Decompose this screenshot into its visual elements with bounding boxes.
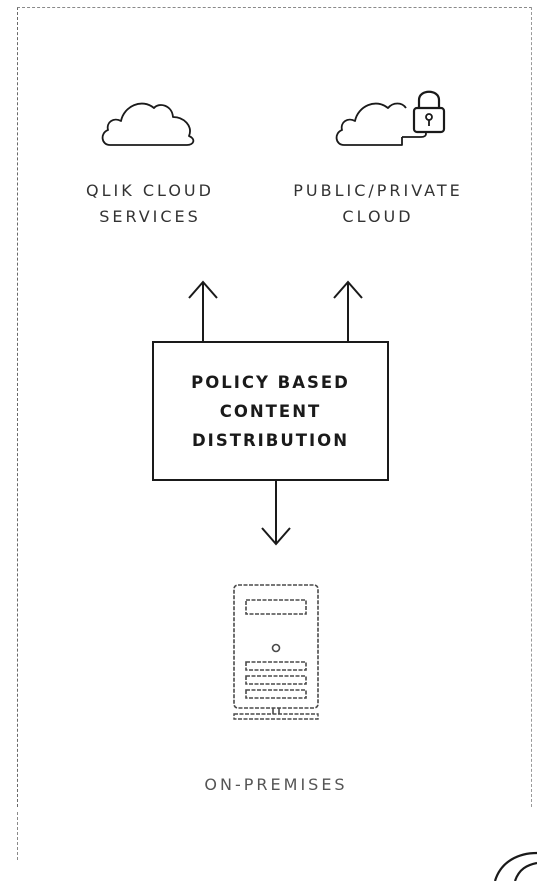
diagram-frame (17, 7, 532, 807)
policy-distribution-box: POLICY BASED CONTENT DISTRIBUTION (152, 341, 389, 481)
policy-line1: POLICY BASED (191, 372, 350, 392)
qlik-cloud-line2: SERVICES (99, 207, 201, 226)
server-icon (233, 584, 319, 720)
public-private-cloud-label: PUBLIC/PRIVATE CLOUD (272, 178, 484, 230)
policy-line2: CONTENT (219, 401, 322, 421)
public-private-line2: CLOUD (342, 207, 414, 226)
lock-icon (412, 90, 446, 134)
frame-tail (17, 812, 18, 860)
cloud-icon (101, 102, 195, 146)
policy-line3: DISTRIBUTION (191, 430, 350, 450)
public-private-line1: PUBLIC/PRIVATE (293, 181, 463, 200)
arrow-to-public-private-cloud (333, 280, 363, 342)
qlik-cloud-line1: QLIK CLOUD (86, 181, 214, 200)
policy-text: POLICY BASED CONTENT DISTRIBUTION (191, 368, 350, 455)
on-premises-text: ON-PREMISES (204, 775, 348, 794)
arrow-to-on-premises (261, 480, 291, 546)
cloud-lock-icon (335, 90, 446, 146)
qlik-cloud-label: QLIK CLOUD SERVICES (62, 178, 238, 230)
corner-mark (493, 851, 537, 881)
on-premises-label: ON-PREMISES (170, 772, 382, 798)
arrow-to-qlik-cloud (188, 280, 218, 342)
